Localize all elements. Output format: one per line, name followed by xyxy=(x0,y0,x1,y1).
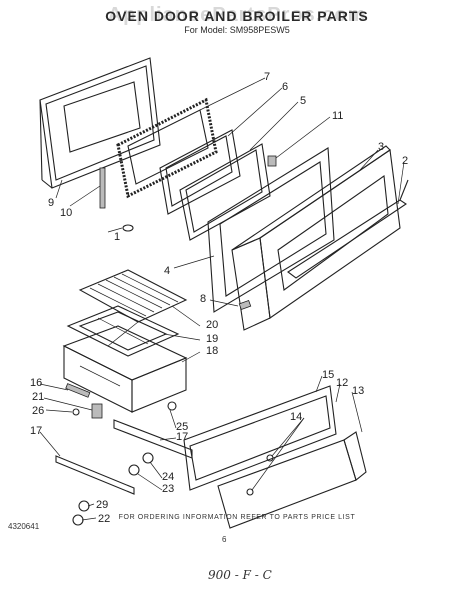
callout-15: 15 xyxy=(322,369,334,381)
callout-10: 10 xyxy=(60,207,72,219)
callout-21: 21 xyxy=(32,391,44,403)
left-slide-parts xyxy=(55,383,135,495)
ordering-note: FOR ORDERING INFORMATION REFER TO PARTS … xyxy=(118,514,356,521)
callout-2: 2 xyxy=(402,155,408,167)
window-glass-middle xyxy=(179,143,271,241)
callout-1: 1 xyxy=(114,231,120,243)
callout-4: 4 xyxy=(164,265,170,277)
broiler-drawer xyxy=(62,325,188,413)
watermark: AppliancePartsPros.com xyxy=(107,4,367,26)
callout-19: 19 xyxy=(206,333,218,345)
callout-8: 8 xyxy=(200,293,206,305)
broiler-pan xyxy=(66,305,180,357)
callout-6: 6 xyxy=(282,81,288,93)
callout-5: 5 xyxy=(300,95,306,107)
callout-14: 14 xyxy=(290,411,302,423)
door-clip xyxy=(238,299,252,311)
callout-29: 29 xyxy=(96,499,108,511)
callout-26: 26 xyxy=(32,405,44,417)
broiler-drawer-front xyxy=(183,385,367,529)
window-glass-inner xyxy=(159,129,241,215)
callout-17-right: 17 xyxy=(176,431,188,443)
callout-16: 16 xyxy=(30,377,42,389)
callout-3: 3 xyxy=(378,141,384,153)
broiler-grid xyxy=(78,269,188,323)
door-hinge xyxy=(99,167,106,209)
callout-9: 9 xyxy=(48,197,54,209)
callout-22: 22 xyxy=(98,513,110,525)
callout-18: 18 xyxy=(206,345,218,357)
callout-11: 11 xyxy=(332,110,343,122)
outer-door xyxy=(231,145,401,331)
hinge-screw xyxy=(122,224,134,232)
callout-23: 23 xyxy=(162,483,174,495)
door-gasket xyxy=(116,97,218,199)
diagram-title: OVEN DOOR AND BROILER PARTS xyxy=(105,8,369,24)
door-handle xyxy=(287,179,409,279)
callout-25: 25 xyxy=(176,421,188,433)
callout-12: 12 xyxy=(336,377,348,389)
callout-24: 24 xyxy=(162,471,174,483)
leader-lines xyxy=(39,77,405,521)
page-number: 6 xyxy=(222,535,227,544)
callout-20: 20 xyxy=(206,319,218,331)
glass-bracket xyxy=(267,155,277,167)
document-number: 4320641 xyxy=(8,522,40,531)
callout-13: 13 xyxy=(352,385,364,397)
callout-17-left: 17 xyxy=(30,425,42,437)
inner-door-panel xyxy=(39,57,161,189)
model-subtitle: For Model: SM958PESW5 xyxy=(184,25,290,35)
outer-door-panel xyxy=(207,147,335,313)
handwritten-note: 900 - F - C xyxy=(208,568,272,582)
callout-labels: 1 2 3 4 5 6 7 8 9 10 11 12 13 14 15 16 1… xyxy=(30,71,408,525)
callout-7: 7 xyxy=(264,71,270,83)
